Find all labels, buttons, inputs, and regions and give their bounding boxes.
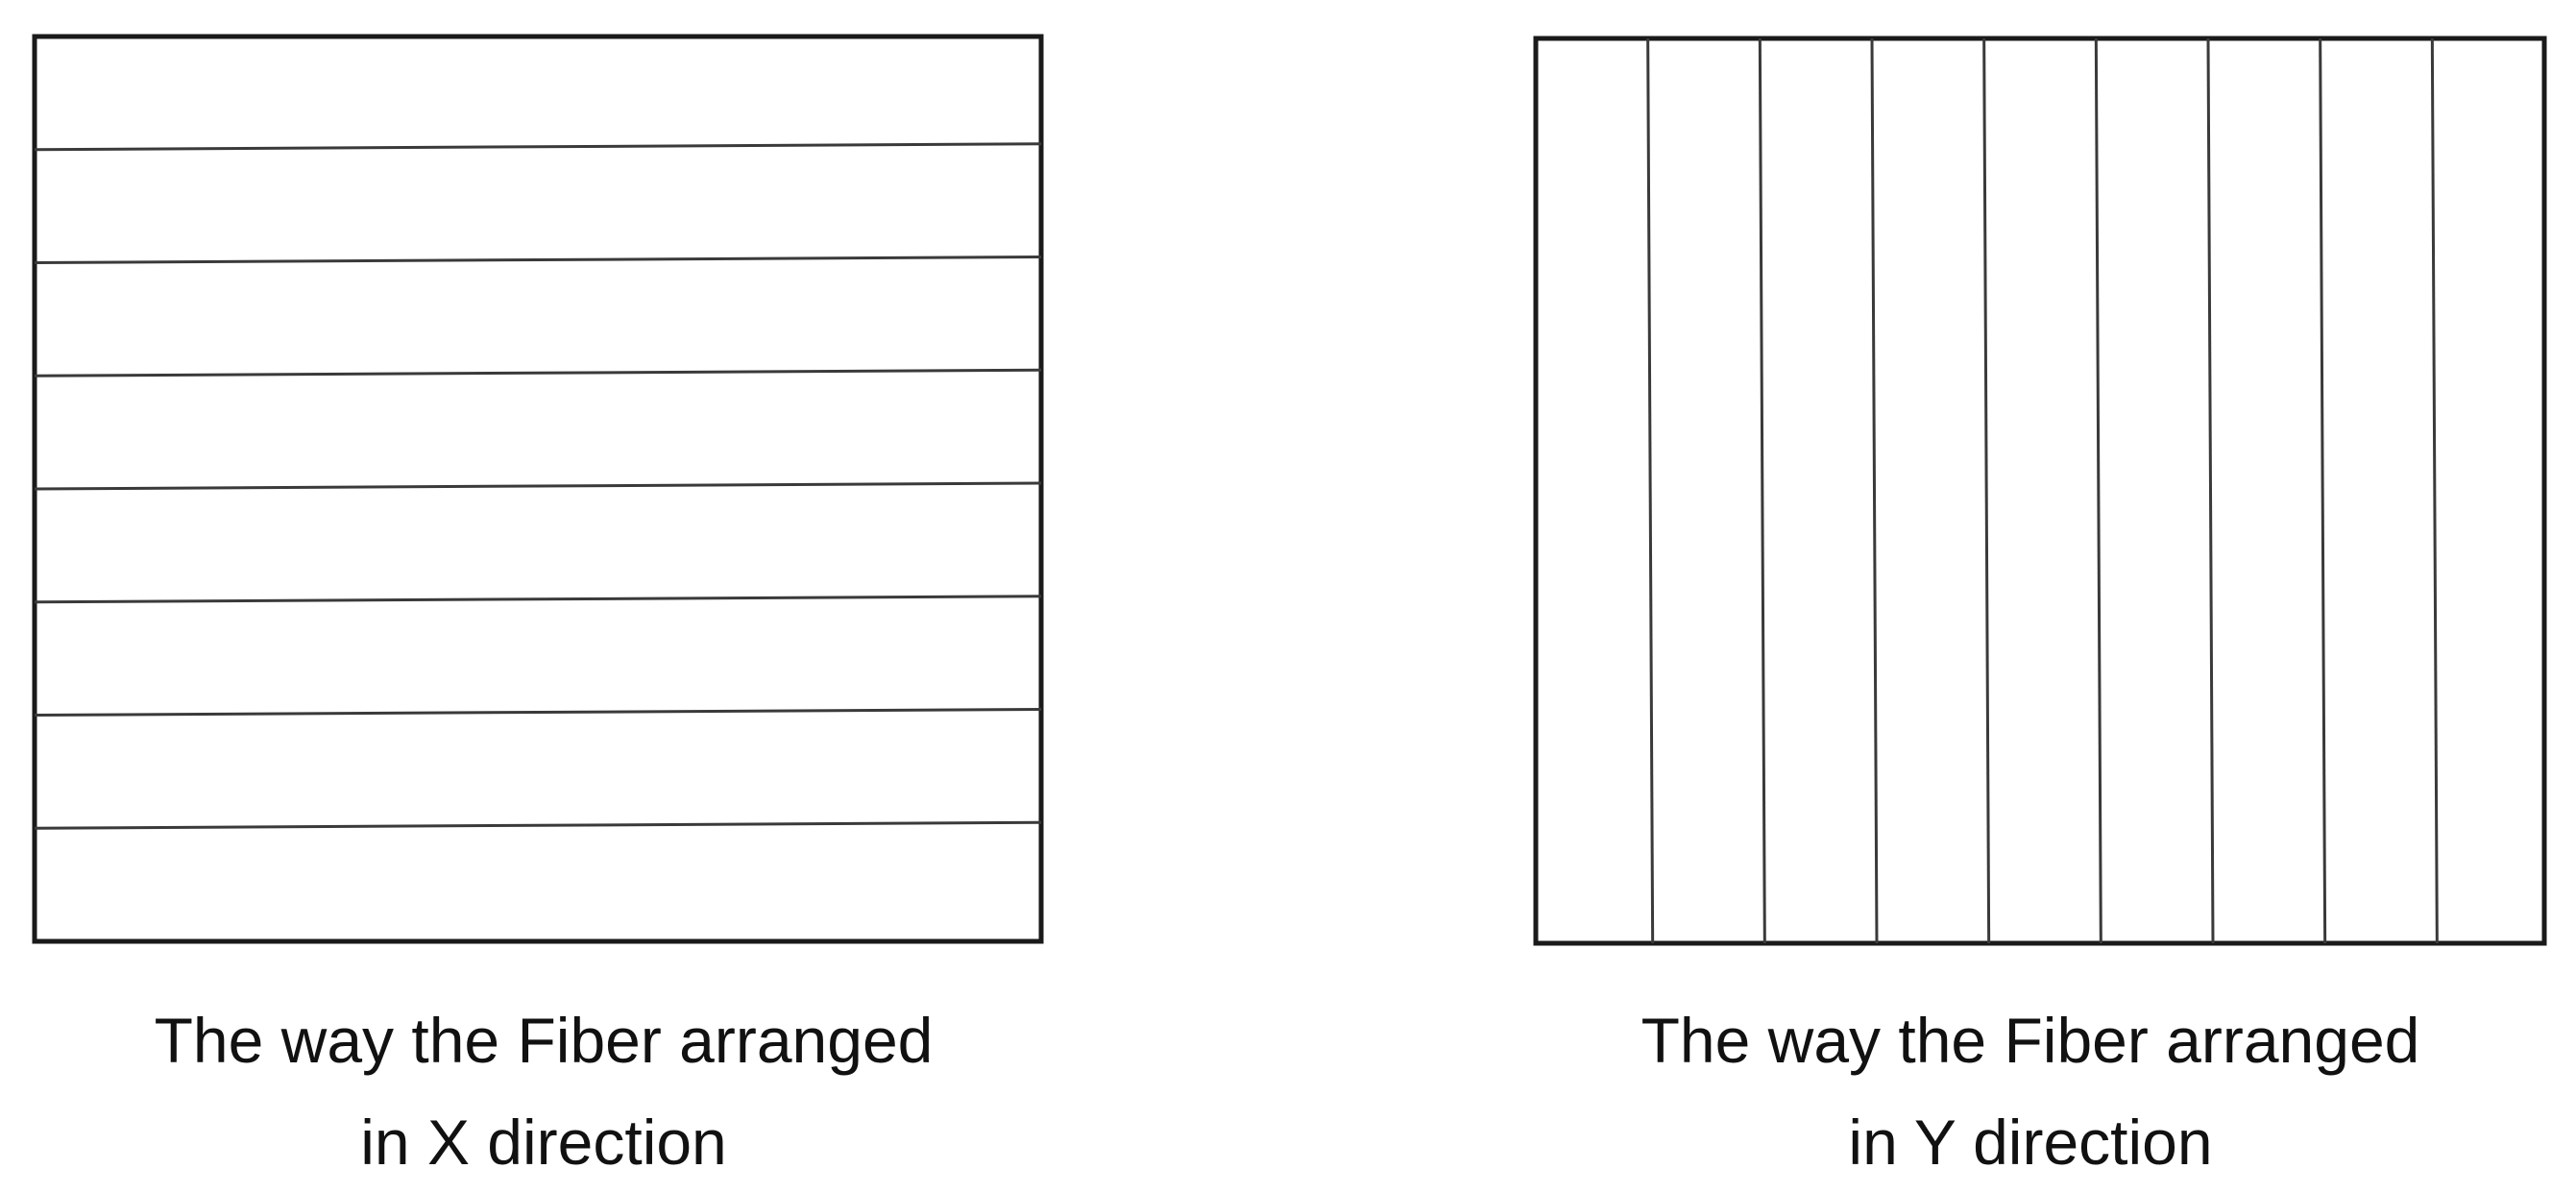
x-direction-panel	[32, 34, 1044, 944]
y-direction-panel-frame	[1533, 36, 2547, 946]
fiber-line	[2319, 37, 2327, 944]
y-direction-caption: The way the Fiber arranged in Y directio…	[1502, 989, 2559, 1193]
x-direction-caption-line-2: in X direction	[360, 1107, 727, 1178]
y-direction-panel	[1533, 36, 2547, 946]
x-direction-caption: The way the Fiber arranged in X directio…	[15, 989, 1072, 1193]
y-direction-caption-line-2: in Y direction	[1848, 1107, 2213, 1178]
fiber-line	[34, 595, 1042, 604]
fiber-line	[34, 481, 1042, 491]
fiber-line	[34, 368, 1042, 377]
x-direction-fibers	[34, 142, 1042, 830]
fiber-line	[2430, 37, 2439, 944]
fiber-line	[1982, 37, 1991, 944]
fiber-line	[34, 820, 1042, 830]
x-direction-caption-line-1: The way the Fiber arranged	[154, 1005, 934, 1076]
fiber-line	[34, 256, 1042, 264]
fiber-line	[34, 142, 1042, 152]
fiber-line	[2206, 37, 2215, 944]
fiber-line	[34, 708, 1042, 717]
fiber-line	[2094, 37, 2102, 944]
y-direction-caption-line-1: The way the Fiber arranged	[1640, 1005, 2420, 1076]
fiber-line	[1646, 37, 1655, 944]
y-direction-fibers	[1646, 37, 2439, 944]
fiber-line	[1870, 37, 1879, 944]
fiber-line	[1758, 37, 1766, 944]
